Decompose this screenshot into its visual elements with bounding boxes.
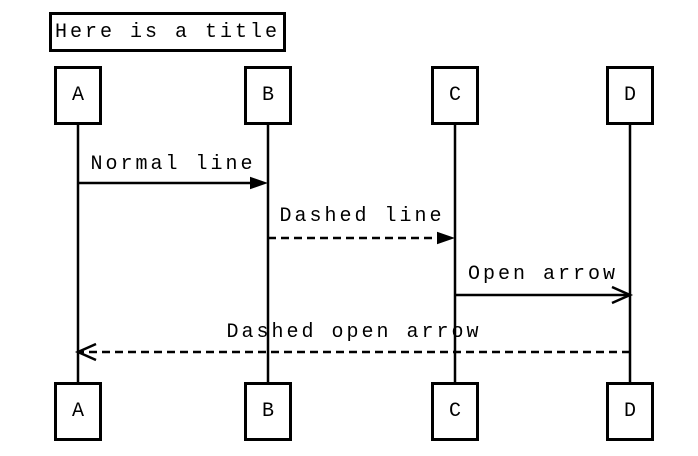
actor-label: A (71, 84, 84, 107)
actor-label: D (623, 84, 636, 107)
message-label-dashed-open-arrow: Dashed open arrow (226, 321, 482, 344)
message-label-normal-line: Normal line (90, 153, 256, 176)
actor-label: B (261, 400, 274, 423)
arrowhead-open (74, 342, 97, 362)
message-arrow-dashed-line (268, 231, 455, 245)
actor-label: B (261, 84, 274, 107)
message-label-dashed-line: Dashed line (279, 205, 445, 228)
actor-box-c-top: C (431, 66, 479, 125)
actor-box-d-bottom: D (606, 382, 654, 441)
diagram-title-box: Here is a title (49, 12, 286, 52)
message-label-open-arrow: Open arrow (467, 263, 619, 286)
actor-box-b-bottom: B (244, 382, 292, 441)
arrowhead-filled (250, 176, 268, 190)
arrowhead-filled (437, 231, 455, 245)
message-arrow-normal-line (78, 176, 268, 190)
message-arrow-dashed-open-arrow (74, 342, 630, 362)
actor-box-b-top: B (244, 66, 292, 125)
actor-label: C (448, 400, 461, 423)
actor-label: A (71, 400, 84, 423)
actor-label: D (623, 400, 636, 423)
actor-box-a-bottom: A (54, 382, 102, 441)
arrowhead-open (611, 285, 634, 305)
diagram-title: Here is a title (54, 20, 281, 44)
actor-box-d-top: D (606, 66, 654, 125)
actor-box-a-top: A (54, 66, 102, 125)
actor-label: C (448, 84, 461, 107)
actor-box-c-bottom: C (431, 382, 479, 441)
message-arrow-open-arrow (455, 285, 634, 305)
